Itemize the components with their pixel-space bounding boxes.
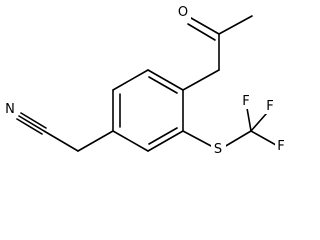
ring-bond xyxy=(112,69,149,91)
ring-bond xyxy=(112,130,149,152)
nitrile-triple-bond xyxy=(18,115,45,132)
fluorine-label: F xyxy=(277,139,284,154)
nitrile-triple-bond xyxy=(20,112,47,129)
sulfur-label: S xyxy=(214,142,222,157)
methyl-bond xyxy=(218,15,253,35)
carbonyl-double-bond xyxy=(187,23,216,41)
chemical-structure: O S N F F F xyxy=(3,3,288,157)
ring-double-bond xyxy=(148,127,178,145)
sulfur-carbon-bond xyxy=(223,130,252,148)
atom-labels: O S N F F F xyxy=(3,3,288,157)
nitrogen-label: N xyxy=(5,102,15,117)
bonds xyxy=(16,15,277,152)
oxygen-label: O xyxy=(178,5,188,20)
ring-bond xyxy=(147,69,184,91)
carbon-fluorine-bond xyxy=(250,130,277,146)
ch2-bond xyxy=(77,130,114,152)
nitrile-chain-bond xyxy=(43,130,79,152)
ring-bond xyxy=(147,130,184,152)
nitrile-triple-bond xyxy=(16,118,43,135)
carbon-fluorine-bond xyxy=(246,107,252,132)
ch2-bond xyxy=(182,69,220,91)
fluorine-label: F xyxy=(266,99,273,114)
fluorine-label: F xyxy=(242,94,249,109)
carbonyl-double-bond xyxy=(190,17,220,35)
carbon-fluorine-bond xyxy=(250,113,267,132)
aryl-sulfur-bond xyxy=(182,130,214,148)
ring-double-bond xyxy=(148,76,178,94)
